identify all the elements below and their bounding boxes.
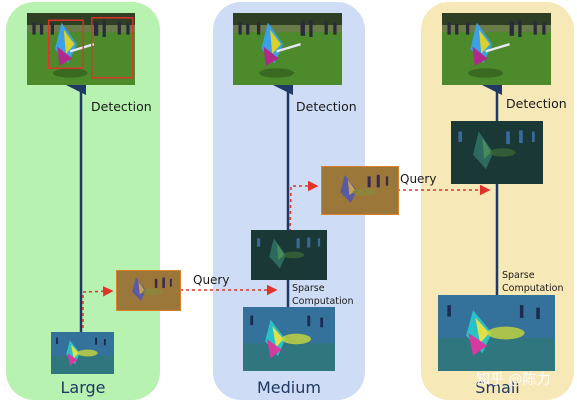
medium-sparse-line1: Sparse xyxy=(292,283,325,294)
medium-query-patch xyxy=(321,166,399,215)
small-sparse-feature-map xyxy=(451,121,543,184)
medium-sparse-computation-label: Sparse Computation xyxy=(292,282,354,308)
query-label-medium-to-small: Query xyxy=(400,172,437,186)
large-detection-image xyxy=(27,13,135,85)
small-sparse-line1: Sparse xyxy=(502,270,535,281)
large-panel-label: Large xyxy=(60,378,106,397)
small-sparse-line2: Computation xyxy=(502,283,564,294)
medium-detection-image xyxy=(233,13,342,85)
medium-input-feature-map xyxy=(243,307,335,371)
watermark: 知乎 @陈力 xyxy=(476,372,551,388)
large-query-patch xyxy=(116,270,181,311)
query-arrow-large-to-patch xyxy=(82,286,114,328)
small-panel-label: Small xyxy=(475,378,520,397)
large-detection-label: Detection xyxy=(91,99,152,114)
medium-sparse-line2: Computation xyxy=(292,296,354,307)
large-input-feature-map xyxy=(51,332,114,374)
small-input-feature-map xyxy=(438,295,555,371)
small-detection-label: Detection xyxy=(506,96,567,111)
small-sparse-computation-label: Sparse Computation xyxy=(502,269,564,295)
medium-panel-label: Medium xyxy=(257,378,321,397)
query-arrow-medium-to-patch xyxy=(289,180,319,233)
query-label-large-to-medium: Query xyxy=(193,273,230,287)
medium-detection-label: Detection xyxy=(296,99,357,114)
medium-sparse-feature-map xyxy=(251,230,327,280)
small-detection-image xyxy=(442,13,551,85)
